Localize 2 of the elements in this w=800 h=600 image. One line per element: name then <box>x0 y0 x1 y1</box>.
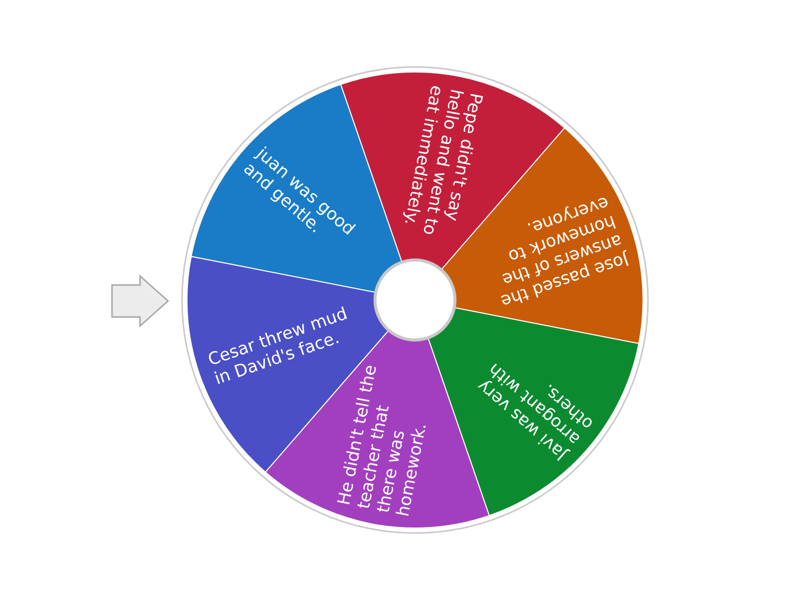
segment-label: Cesar threw mud in David's face. <box>205 302 351 389</box>
wheel-hub <box>374 258 456 342</box>
